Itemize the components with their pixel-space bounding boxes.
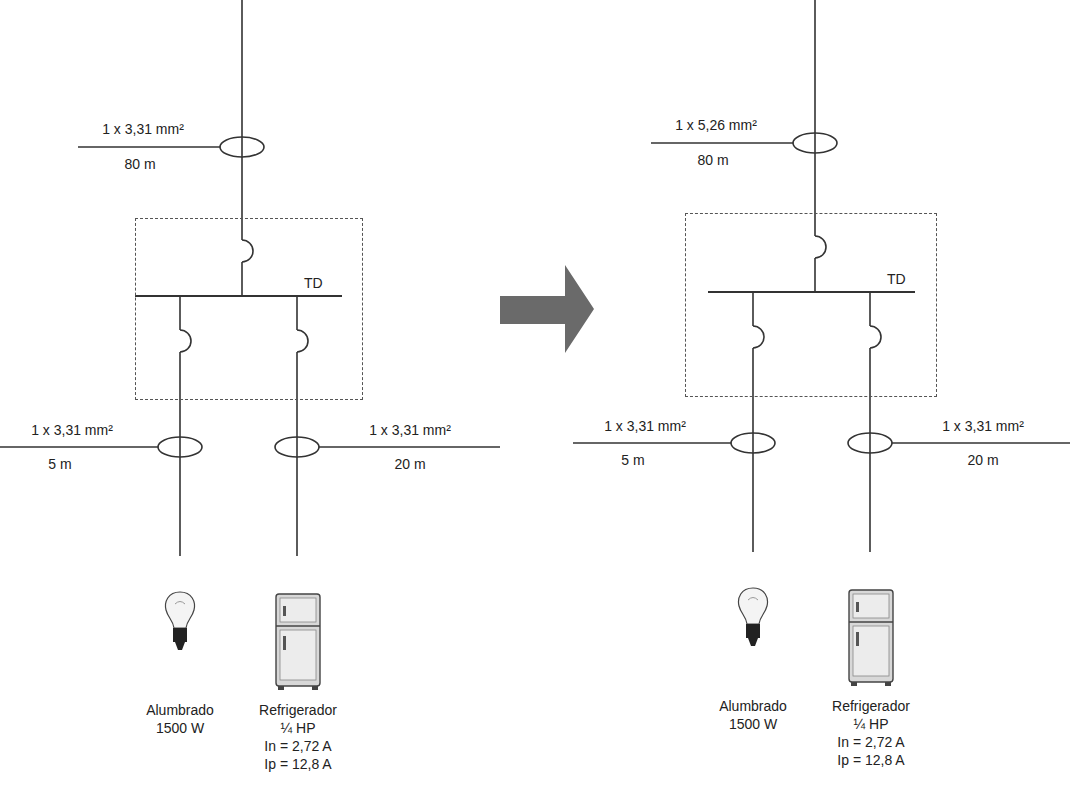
cable-size: 1 x 3,31 mm² <box>31 422 113 438</box>
distribution-board: TD <box>685 213 937 397</box>
load-current: In = 2,72 A <box>837 734 904 750</box>
board-label: TD <box>304 275 323 291</box>
transition-arrow <box>500 265 594 353</box>
cable-length: 80 m <box>124 156 155 172</box>
load-name: Alumbrado <box>146 702 214 718</box>
cable-length: 5 m <box>48 456 71 472</box>
cable-size: 1 x 5,26 mm² <box>675 117 757 133</box>
load-current: In = 2,72 A <box>264 738 331 754</box>
load-name: Alumbrado <box>719 698 787 714</box>
distribution-board: TD <box>135 218 363 400</box>
cable-length: 20 m <box>394 456 425 472</box>
cable-size: 1 x 3,31 mm² <box>102 121 184 137</box>
cable-size: 1 x 3,31 mm² <box>604 418 686 434</box>
diagram-before <box>0 0 500 690</box>
cable-size: 1 x 3,31 mm² <box>369 422 451 438</box>
cable-length: 80 m <box>697 152 728 168</box>
cable-length: 5 m <box>621 452 644 468</box>
load-rating: 1500 W <box>156 720 204 736</box>
cable-length: 20 m <box>967 452 998 468</box>
load-name: Refrigerador <box>259 702 337 718</box>
load-name: Refrigerador <box>832 698 910 714</box>
load-rating: ¼ HP <box>280 720 315 736</box>
cable-size: 1 x 3,31 mm² <box>942 418 1024 434</box>
diagram-after <box>573 0 1070 686</box>
load-current: Ip = 12,8 A <box>264 756 331 772</box>
load-current: Ip = 12,8 A <box>837 752 904 768</box>
load-rating: 1500 W <box>729 716 777 732</box>
board-label: TD <box>887 271 906 287</box>
load-rating: ¼ HP <box>853 716 888 732</box>
